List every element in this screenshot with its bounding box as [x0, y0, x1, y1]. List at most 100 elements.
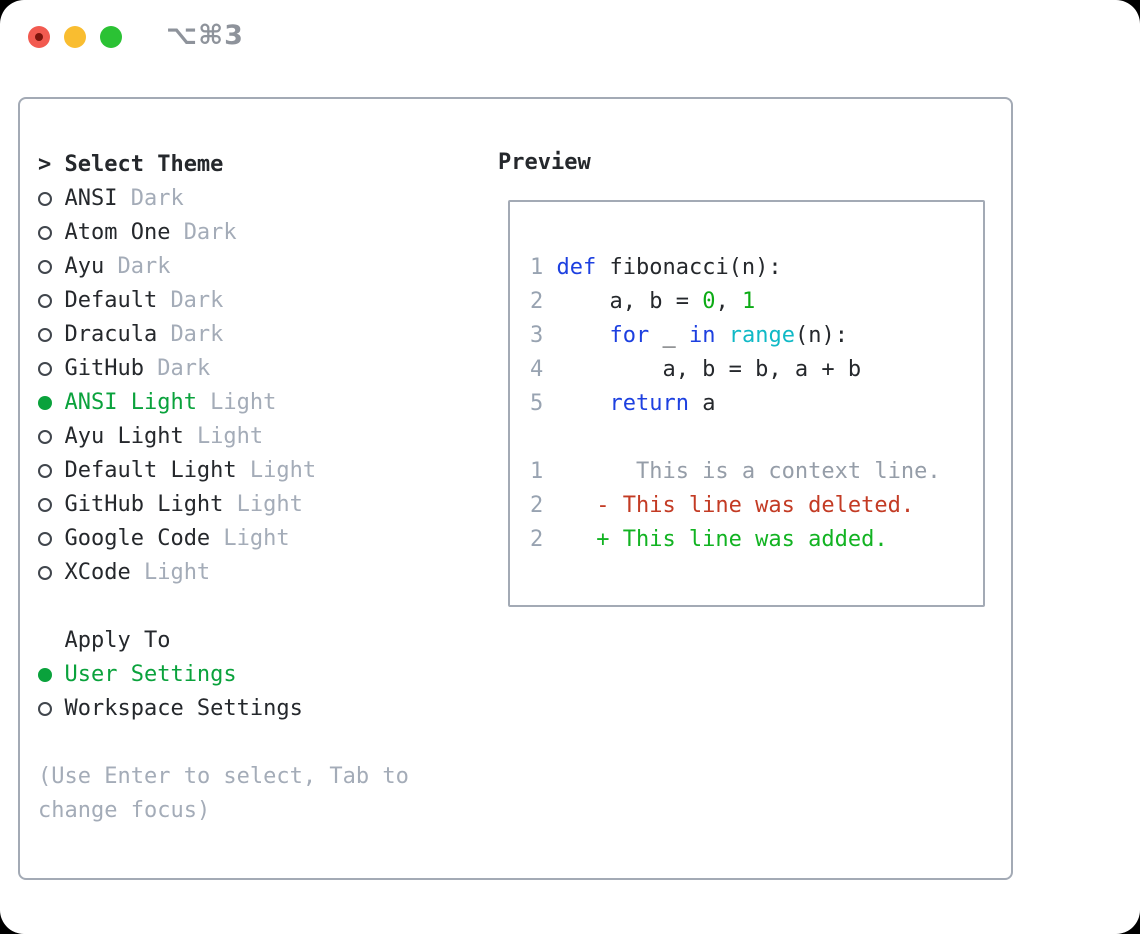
select-theme-header: > Select Theme — [38, 148, 478, 182]
line-number: 4 — [530, 357, 544, 382]
theme-option-label: ANSI Light — [64, 390, 197, 415]
minimize-button[interactable] — [64, 26, 86, 48]
theme-option-label: Ayu — [64, 254, 105, 279]
theme-option-label: Atom One — [64, 220, 171, 245]
theme-variant-tag: Light — [210, 390, 277, 415]
radio-icon — [38, 488, 64, 522]
apply-option-workspace-settings[interactable]: Workspace Settings — [38, 692, 478, 726]
theme-option-label: Dracula — [64, 322, 158, 347]
code-token-pl: fibonacci(n): — [596, 255, 782, 280]
line-number: 2 — [530, 493, 544, 518]
titlebar: ⌥⌘3 — [0, 0, 1140, 74]
code-token-pl: a, b = b, a + b — [556, 357, 862, 382]
preview-line: 4 a, b = b, a + b — [530, 353, 983, 387]
preview-line: 1 def fibonacci(n): — [530, 251, 983, 285]
close-button[interactable] — [28, 26, 50, 48]
code-token-pl: a — [688, 391, 716, 416]
radio-icon — [38, 318, 64, 352]
radio-selected-icon — [38, 386, 64, 420]
apply-option-user-settings[interactable]: User Settings — [38, 658, 478, 692]
line-number: 1 — [530, 459, 544, 484]
theme-variant-tag: Light — [236, 492, 303, 517]
apply-option-label: Workspace Settings — [64, 696, 303, 721]
preview-line: 2 a, b = 0, 1 — [530, 285, 983, 319]
code-token-kw: in — [688, 323, 716, 348]
code-token-kw: def — [556, 255, 597, 280]
radio-icon — [38, 182, 64, 216]
code-token-pl: , — [715, 289, 742, 314]
code-token-pl — [556, 323, 609, 348]
theme-option-ansi-light[interactable]: ANSI Light Light — [38, 386, 478, 420]
preview-title: Preview — [498, 150, 591, 175]
code-token-kw: for — [609, 323, 650, 348]
line-number: 2 — [530, 527, 544, 552]
preview-line: 2 - This line was deleted. — [530, 489, 983, 523]
theme-option-label: GitHub Light — [64, 492, 224, 517]
cursor-prompt-icon: > — [38, 152, 52, 177]
preview-line: 5 return a — [530, 387, 983, 421]
line-number: 2 — [530, 289, 544, 314]
theme-option-default[interactable]: Default Dark — [38, 284, 478, 318]
code-token-num: 0 — [702, 289, 716, 314]
theme-variant-tag: Dark — [170, 322, 224, 347]
theme-option-ayu[interactable]: Ayu Dark — [38, 250, 478, 284]
radio-icon — [38, 352, 64, 386]
select-theme-title: Select Theme — [64, 152, 224, 177]
line-number: 1 — [530, 255, 544, 280]
theme-variant-tag: Dark — [183, 220, 237, 245]
radio-icon — [38, 216, 64, 250]
code-token-pl: _ — [649, 323, 689, 348]
code-token-builtin: range — [728, 323, 795, 348]
theme-variant-tag: Dark — [130, 186, 184, 211]
code-token-kw: return — [609, 391, 689, 416]
theme-option-github-light[interactable]: GitHub Light Light — [38, 488, 478, 522]
radio-icon — [38, 556, 64, 590]
close-dot-icon — [35, 33, 43, 41]
radio-selected-icon — [38, 658, 64, 692]
code-token-add: + This line was added. — [556, 527, 888, 552]
theme-option-default-light[interactable]: Default Light Light — [38, 454, 478, 488]
theme-variant-tag: Light — [143, 560, 211, 585]
code-token-pl: (n): — [794, 323, 848, 348]
theme-option-atom-one[interactable]: Atom One Dark — [38, 216, 478, 250]
preview-line: 1 This is a context line. — [530, 455, 983, 489]
apply-to-header: Apply To — [38, 624, 478, 658]
apply-to-title: Apply To — [64, 628, 171, 653]
preview-line: 2 + This line was added. — [530, 523, 983, 557]
theme-variant-tag: Dark — [170, 288, 224, 313]
hint-text: (Use Enter to select, Tab to change focu… — [38, 764, 409, 823]
theme-option-label: GitHub — [64, 356, 144, 381]
radio-icon — [38, 284, 64, 318]
radio-icon — [38, 692, 64, 726]
theme-option-label: XCode — [64, 560, 131, 585]
radio-icon — [38, 420, 64, 454]
theme-option-label: Default Light — [64, 458, 237, 483]
theme-variant-tag: Light — [196, 424, 264, 449]
radio-icon — [38, 250, 64, 284]
theme-option-dracula[interactable]: Dracula Dark — [38, 318, 478, 352]
zoom-button[interactable] — [100, 26, 122, 48]
theme-option-github[interactable]: GitHub Dark — [38, 352, 478, 386]
code-token-del: - This line was deleted. — [556, 493, 915, 518]
preview-line: 3 for _ in range(n): — [530, 319, 983, 353]
theme-option-xcode[interactable]: XCode Light — [38, 556, 478, 590]
theme-variant-tag: Dark — [117, 254, 171, 279]
code-token-pl — [556, 391, 609, 416]
theme-variant-tag: Dark — [157, 356, 211, 381]
theme-option-label: ANSI — [64, 186, 118, 211]
theme-option-label: Default — [64, 288, 158, 313]
theme-variant-tag: Light — [249, 458, 317, 483]
code-token-num: 1 — [741, 289, 756, 314]
code-token-pl — [715, 323, 728, 348]
theme-option-ansi[interactable]: ANSI Dark — [38, 182, 478, 216]
preview-line — [530, 421, 983, 455]
line-number: 3 — [530, 323, 544, 348]
